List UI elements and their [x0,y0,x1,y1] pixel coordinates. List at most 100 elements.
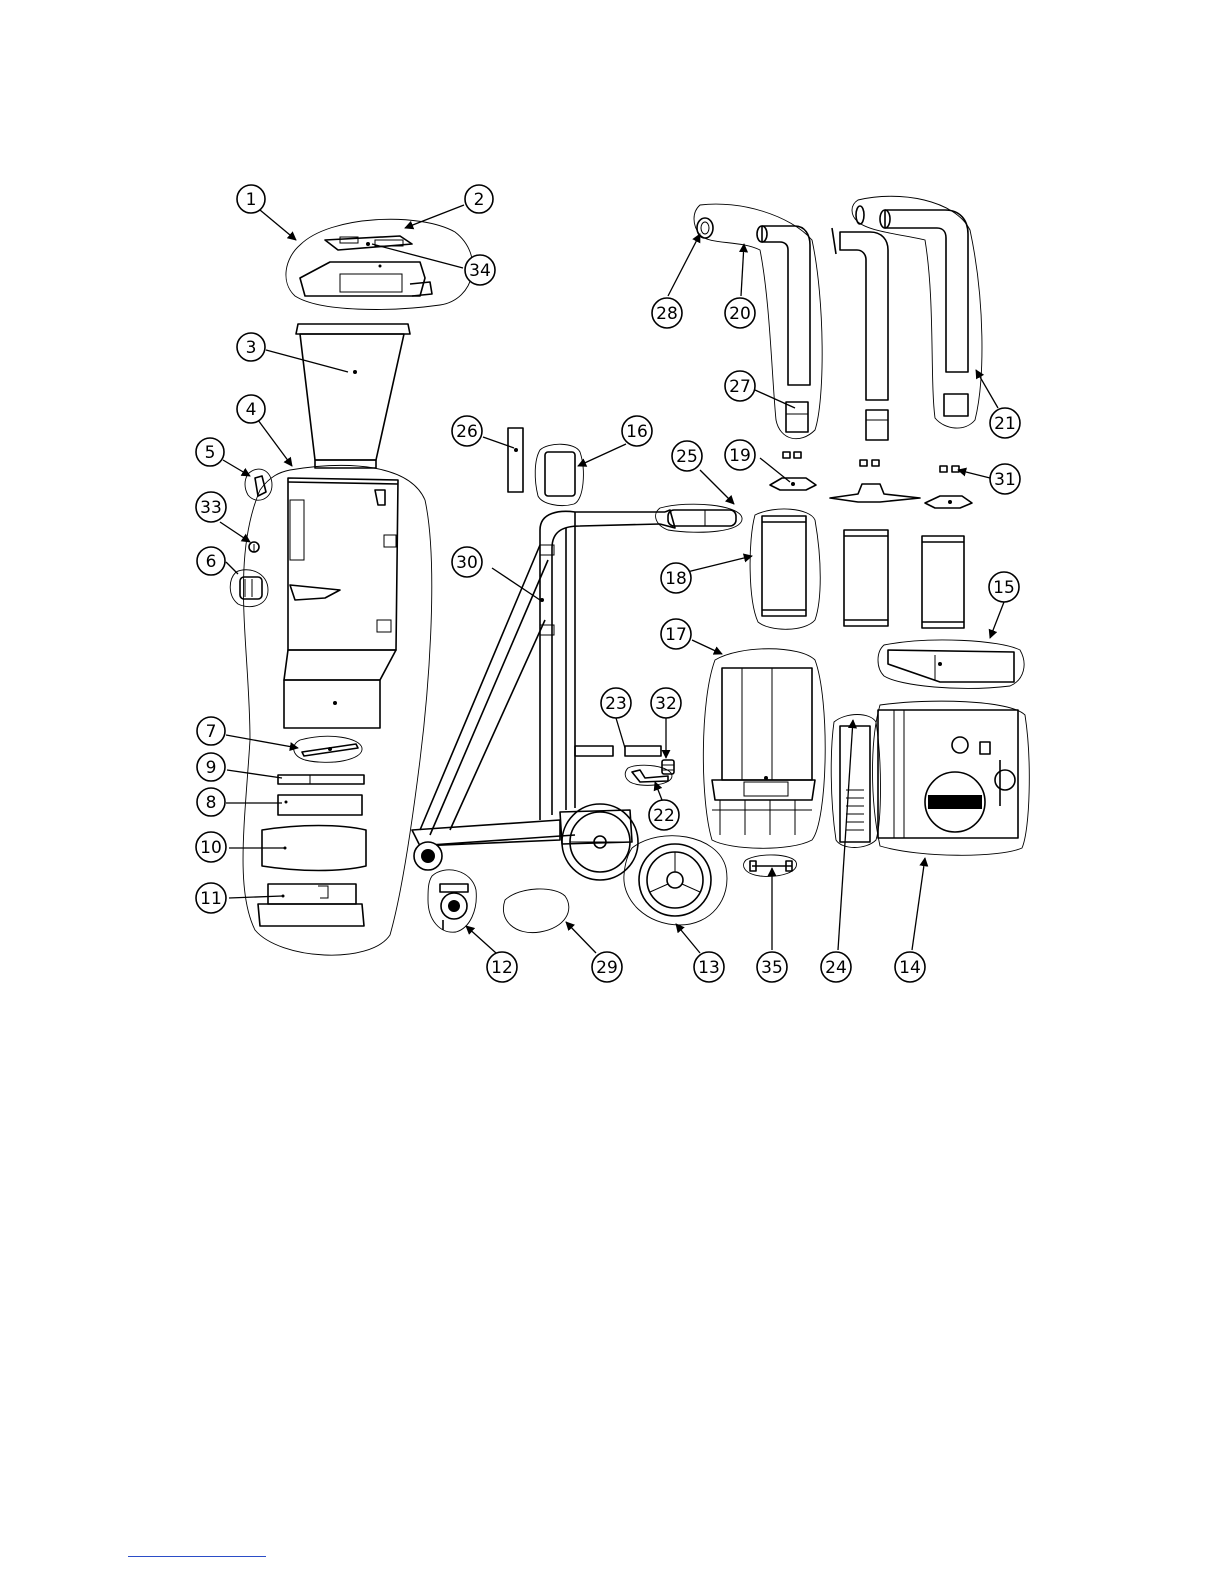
adapter-part-27 [786,402,808,432]
duct-part-15 [888,650,1014,682]
cone-part-3 [296,324,410,468]
callout-23: 23 [601,688,631,718]
callout-31: 31 [990,464,1020,494]
svg-text:12: 12 [491,958,513,978]
svg-text:4: 4 [246,400,257,420]
ring-part-8 [278,795,362,815]
svg-text:13: 13 [698,958,720,978]
svg-text:29: 29 [596,958,618,978]
svg-text:28: 28 [656,304,678,324]
svg-text:30: 30 [456,553,478,573]
lid-part-1 [300,262,432,296]
callout-29: 29 [592,952,622,982]
svg-text:27: 27 [729,377,751,397]
hose-part-20 [757,226,810,385]
wheel-part-13 [639,844,711,916]
callout-21: 21 [990,408,1020,438]
callout-4: 4 [237,395,265,423]
callout-27: 27 [725,371,755,401]
svg-text:14: 14 [899,958,921,978]
trolley-frame-part-30 [412,510,675,880]
callout-26: 26 [452,416,482,446]
strip-part-26 [508,428,523,492]
handle-grip-part-25 [668,510,736,526]
callout-32: 32 [651,688,681,718]
callout-16: 16 [622,416,652,446]
svg-text:9: 9 [206,758,217,778]
gasket-part-9 [278,775,364,784]
callout-33: 33 [196,492,226,522]
svg-text:7: 7 [206,722,217,742]
callout-5: 5 [196,438,224,466]
filter-cartridge-middle [844,530,888,626]
caster-wheel-part-12 [440,884,468,930]
hose-middle [832,228,888,440]
callout-8: 8 [197,788,225,816]
svg-text:26: 26 [456,422,478,442]
svg-text:34: 34 [469,261,491,281]
plate-part-16 [545,452,575,496]
callout-3: 3 [237,333,265,361]
spring-part-32 [662,760,674,774]
callout-35: 35 [757,952,787,982]
callout-19: 19 [725,440,755,470]
filter-housing-part-17 [712,668,815,835]
callout-28: 28 [652,298,682,328]
callout-1: 1 [237,185,265,213]
svg-text:11: 11 [200,889,222,909]
svg-text:25: 25 [676,447,698,467]
cover-part-29 [503,889,568,933]
callout-15: 15 [989,572,1019,602]
svg-text:20: 20 [729,304,751,324]
callout-10: 10 [196,832,226,862]
callout-34: 34 [465,255,495,285]
svg-text:19: 19 [729,446,751,466]
svg-text:18: 18 [665,569,687,589]
callout-9: 9 [197,753,225,781]
callout-7: 7 [197,717,225,745]
svg-text:1: 1 [246,190,257,210]
callout-2: 2 [465,185,493,213]
rod-part-35 [750,861,792,871]
lid-part-2 [325,236,412,250]
body-part-4 [284,478,398,728]
callout-13: 13 [694,952,724,982]
filter-cartridge-part-18 [762,516,806,616]
callout-11: 11 [196,883,226,913]
callout-6: 6 [197,547,225,575]
callout-20: 20 [725,298,755,328]
svg-text:22: 22 [653,806,675,826]
svg-text:21: 21 [994,414,1016,434]
panel-part-24 [840,726,870,842]
svg-text:31: 31 [994,470,1016,490]
bracket-part-7 [302,744,358,756]
svg-text:5: 5 [205,443,216,463]
leader-lines [220,205,1004,953]
bar-part-23 [575,746,661,756]
svg-text:3: 3 [246,338,257,358]
callout-18: 18 [661,563,691,593]
callout-25: 25 [672,441,702,471]
screw-part-33 [249,542,259,552]
callout-30: 30 [452,547,482,577]
motor-box-part-14 [878,710,1018,838]
svg-text:6: 6 [206,552,217,572]
svg-text:24: 24 [825,958,847,978]
svg-text:35: 35 [761,958,783,978]
svg-text:23: 23 [605,694,627,714]
svg-text:2: 2 [474,190,485,210]
svg-text:33: 33 [200,498,222,518]
callout-17: 17 [661,619,691,649]
callout-14: 14 [895,952,925,982]
base-part-11 [258,884,364,926]
svg-text:15: 15 [993,578,1015,598]
svg-text:32: 32 [655,694,677,714]
footer-link-underline [128,1556,266,1557]
callout-22: 22 [649,800,679,830]
svg-text:10: 10 [200,838,222,858]
svg-text:8: 8 [206,793,217,813]
svg-text:17: 17 [665,625,687,645]
filter-cap-middle [830,460,920,502]
latch-part-5 [255,476,266,496]
